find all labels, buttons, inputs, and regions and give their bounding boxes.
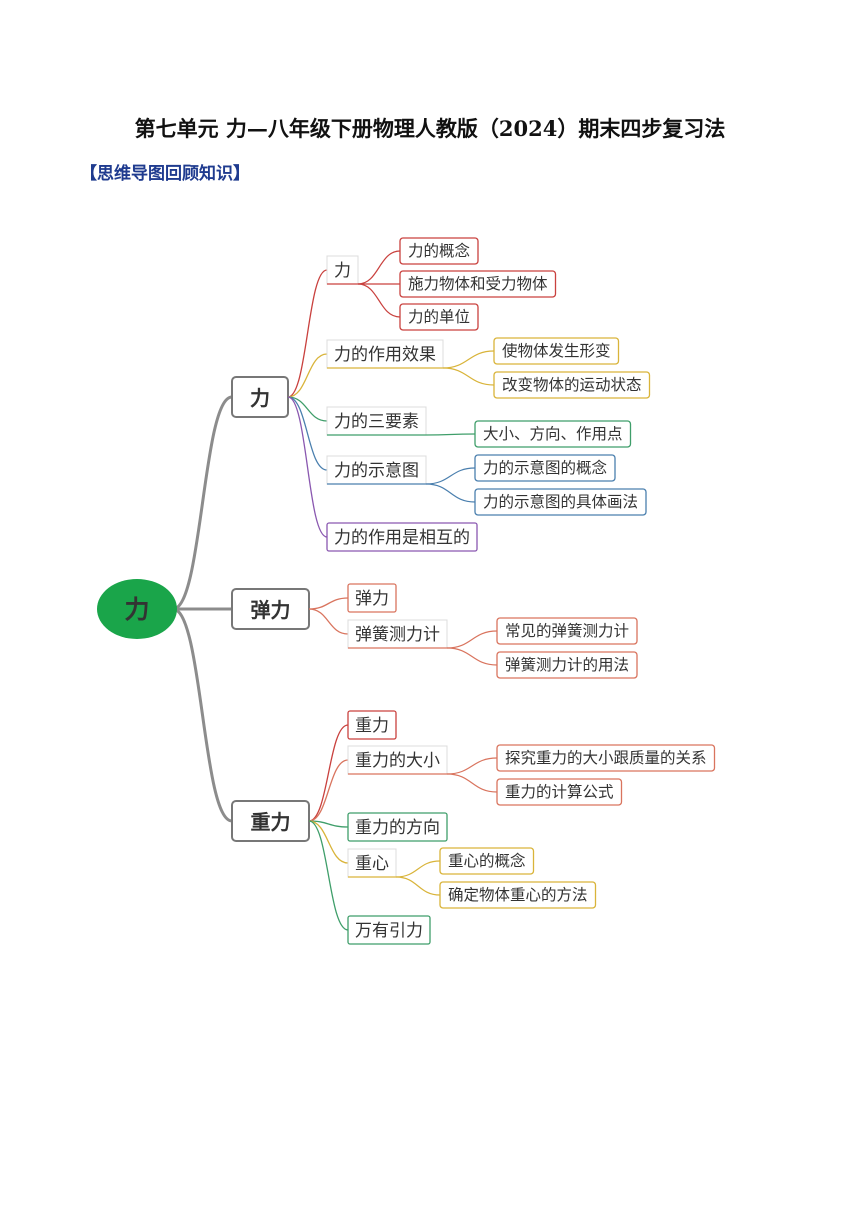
topic-node: 重力的方向 [347,812,448,842]
topic-node: 重力的大小 [347,745,448,775]
branch-label: 力 [250,386,270,410]
connector-line [357,250,401,285]
branch-node: 重力 [231,800,310,842]
connector-line [425,483,476,503]
detail-label: 弹簧测力计的用法 [505,656,629,674]
connector-line [357,283,401,318]
connector-line [308,597,349,610]
branch-node: 弹力 [231,588,310,630]
detail-node: 大小、方向、作用点 [474,420,632,448]
connector-line [395,860,441,878]
detail-node: 改变物体的运动状态 [493,371,651,399]
connector-line [308,820,349,931]
detail-label: 施力物体和受力物体 [408,275,548,293]
detail-label: 力的单位 [408,308,470,326]
detail-label: 确定物体重心的方法 [448,886,588,904]
topic-node: 重心 [347,848,397,878]
detail-node: 施力物体和受力物体 [399,270,557,298]
detail-label: 重心的概念 [448,851,526,870]
connector-line [172,395,233,611]
topic-label: 弹力 [355,589,389,609]
topic-label: 重力的方向 [355,818,440,838]
connector-line [308,759,349,822]
branch-label: 弹力 [251,598,291,622]
connector-line [308,820,349,864]
detail-label: 改变物体的运动状态 [502,376,642,394]
topic-label: 重力 [355,716,389,736]
topic-node: 力的示意图 [326,455,427,485]
detail-label: 使物体发生形变 [502,342,611,360]
topic-label: 力的三要素 [334,412,419,432]
detail-label: 常见的弹簧测力计 [505,622,629,640]
topic-label: 力的示意图 [334,461,419,481]
detail-label: 力的概念 [408,241,470,260]
topic-node: 弹簧测力计 [347,619,448,649]
connector-line [287,396,328,471]
topic-node: 力的作用是相互的 [326,522,478,552]
root-label: 力 [124,595,149,624]
connector-line [442,367,495,386]
detail-label: 探究重力的大小跟质量的关系 [505,749,707,767]
detail-label: 大小、方向、作用点 [483,425,623,443]
connector-line [425,433,476,436]
connector-line [446,630,498,649]
detail-node: 力的单位 [399,303,479,331]
detail-node: 常见的弹簧测力计 [496,617,638,645]
topic-node: 弹力 [347,583,397,613]
root-node: 力 [97,579,177,639]
detail-node: 力的示意图的概念 [474,454,616,482]
topic-node: 力的作用效果 [326,339,444,369]
detail-label: 力的示意图的具体画法 [483,492,638,511]
detail-node: 确定物体重心的方法 [439,881,597,909]
section-heading: 【思维导图回顾知识】 [80,164,250,184]
topic-label: 重心 [355,854,389,874]
topic-label: 力的作用是相互的 [334,528,470,548]
connector-line [446,757,498,775]
topic-label: 力 [334,261,351,281]
connector-line [395,876,441,896]
connector-line [287,353,328,398]
connector-line [287,396,328,422]
connector-line [287,396,328,538]
connector-line [287,269,328,398]
detail-node: 力的概念 [399,237,479,265]
topic-node: 万有引力 [347,915,431,945]
branch-label: 重力 [251,810,291,834]
topic-node: 力 [326,255,359,285]
branch-node: 力 [231,376,289,418]
connector-line [308,608,349,635]
connector-line [442,350,495,369]
topic-label: 重力的大小 [355,751,440,771]
detail-node: 探究重力的大小跟质量的关系 [496,744,716,772]
page-title: 第七单元 力—八年级下册物理人教版（2024）期末四步复习法 [134,116,726,141]
connector-line [446,773,498,793]
detail-node: 使物体发生形变 [493,337,620,365]
detail-label: 力的示意图的概念 [483,458,607,477]
detail-node: 重力的计算公式 [496,778,623,806]
topic-label: 万有引力 [355,921,423,941]
topic-label: 弹簧测力计 [355,625,440,645]
connector-line [446,647,498,666]
detail-node: 重心的概念 [439,847,535,875]
detail-node: 力的示意图的具体画法 [474,488,647,516]
connector-line [308,724,349,822]
detail-label: 重力的计算公式 [505,782,614,801]
topic-label: 力的作用效果 [334,345,436,365]
connector-line [425,467,476,485]
topic-node: 力的三要素 [326,406,427,436]
detail-node: 弹簧测力计的用法 [496,651,638,679]
connector-line [172,607,233,823]
topic-node: 重力 [347,710,397,740]
